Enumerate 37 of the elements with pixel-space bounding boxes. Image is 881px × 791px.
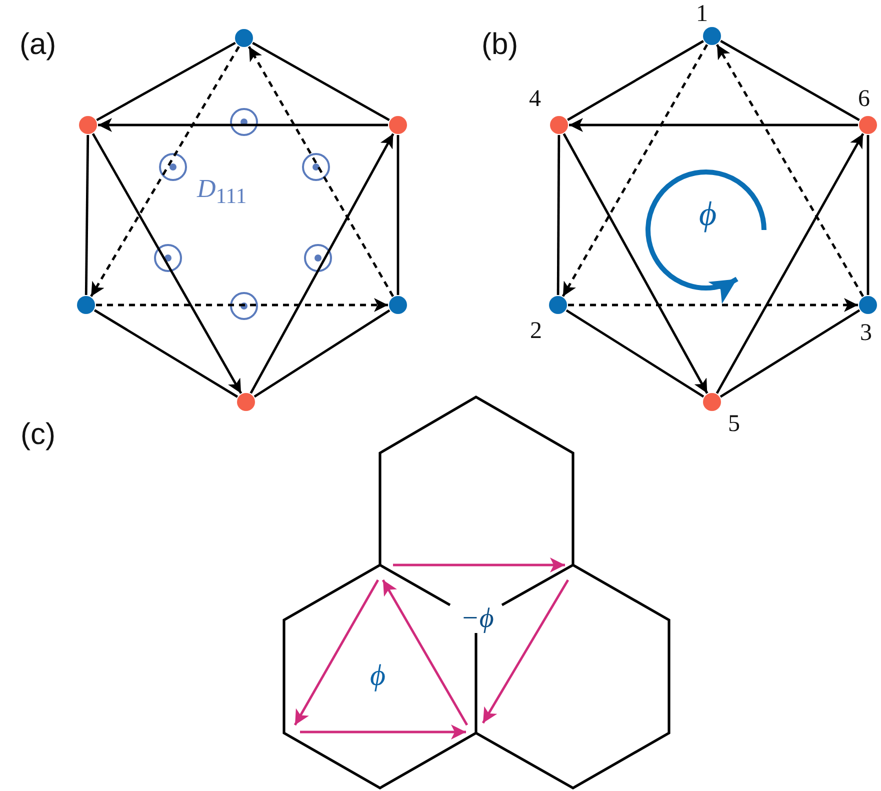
vector-label: D$_{111}$ (197, 176, 247, 208)
site-number: 6 (858, 87, 870, 111)
arrow (562, 44, 708, 297)
arrow (90, 46, 240, 297)
panel-label: (c) (20, 420, 56, 450)
lattice-site (549, 296, 567, 314)
site-number: 2 (530, 319, 542, 343)
arrow (250, 133, 394, 394)
site-number: 3 (860, 321, 872, 345)
lattice-site (389, 296, 407, 314)
panel-label: (a) (20, 30, 56, 60)
arrow (92, 133, 242, 394)
lattice-site (389, 116, 407, 134)
lattice-site (550, 116, 568, 134)
lattice-site (703, 393, 721, 411)
lattice-site (235, 29, 253, 47)
arrow (716, 44, 864, 297)
arrow (568, 298, 858, 312)
lattice-site (77, 296, 95, 314)
site-number: 5 (728, 412, 740, 436)
lattice-site (703, 27, 721, 45)
flux-label: ϕ (699, 198, 717, 232)
flux-label: −ϕ (460, 605, 494, 633)
arrow (716, 133, 864, 394)
arrow (248, 46, 394, 297)
flux-label: ϕ (370, 661, 386, 691)
arrow (98, 118, 388, 132)
arrow (569, 118, 858, 132)
site-number: 4 (529, 87, 541, 111)
site-number: 1 (696, 2, 708, 26)
lattice-site (237, 393, 255, 411)
arrow (562, 133, 708, 394)
panel-label: (b) (482, 30, 518, 60)
lattice-site (859, 116, 877, 134)
arrow (96, 298, 388, 312)
lattice-site (79, 116, 97, 134)
lattice-site (859, 296, 877, 314)
